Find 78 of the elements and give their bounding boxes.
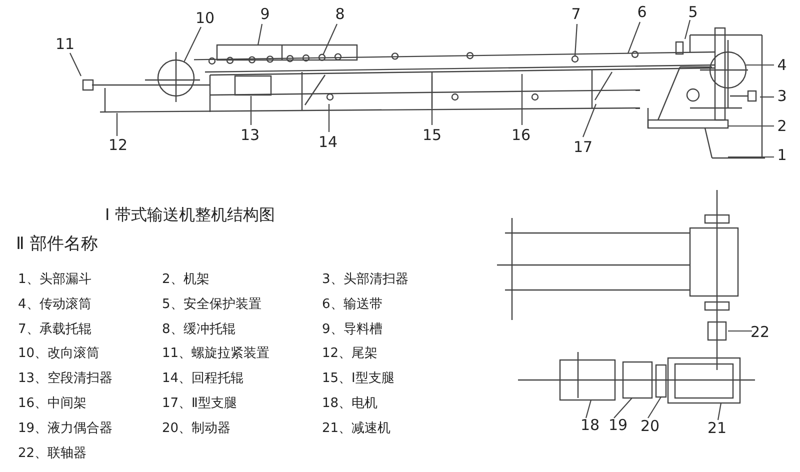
callout-number: 8: [335, 6, 345, 22]
coupling-drawing: [707, 321, 727, 341]
part-list-item: 5、安全保护装置: [162, 296, 262, 313]
leader-line: [760, 96, 774, 98]
callout-number: 11: [55, 36, 75, 52]
leader-line: [746, 64, 774, 66]
callout-number: 2: [777, 118, 787, 134]
chute-drawing: [216, 44, 358, 61]
part-list-item: 19、液力偶合器: [18, 420, 113, 437]
callout-number: 1: [777, 147, 787, 163]
part-list-item: 21、减速机: [322, 420, 391, 437]
part-list-item: 8、缓冲托辊: [162, 322, 236, 338]
part-list-item: 6、输送带: [322, 296, 382, 313]
part-list-item: 1、头部漏斗: [18, 272, 92, 288]
callout-number: 21: [707, 420, 727, 436]
leader-line: [585, 400, 592, 418]
callout-number: 15: [422, 127, 442, 143]
section-heading: Ⅱ 部件名称: [16, 236, 98, 252]
callout-number: 22: [750, 324, 770, 340]
leader-line: [582, 104, 597, 138]
callout-number: 13: [240, 127, 260, 143]
callout-number: 19: [608, 417, 628, 433]
part-list-item: 11、螺旋拉紧装置: [162, 346, 270, 362]
leader-line: [614, 398, 632, 418]
callout-number: 18: [580, 417, 600, 433]
leader-line: [431, 76, 433, 125]
part-list-item: 22、联轴器: [18, 446, 87, 462]
part-list-item: 14、回程托辊: [162, 371, 244, 388]
leader-line: [116, 113, 118, 136]
leader-line: [250, 96, 252, 125]
callout-number: 5: [688, 4, 698, 20]
leader-line: [728, 156, 774, 158]
part-list-item: 15、Ⅰ型支腿: [322, 371, 394, 388]
callout-number: 6: [637, 4, 647, 20]
leader-line: [574, 24, 578, 56]
leader-line: [521, 74, 523, 125]
part-list-item: 16、中间架: [18, 396, 87, 412]
callout-number: 10: [195, 10, 215, 26]
fluid-coupling-drawing: [622, 361, 653, 399]
callout-number: 12: [108, 137, 128, 153]
leader-line: [328, 104, 330, 132]
conveyor-belt: [194, 51, 715, 60]
part-list-item: 17、Ⅱ型支腿: [162, 396, 237, 412]
part-list-item: 12、尾架: [322, 346, 378, 362]
bend-pulley: [157, 59, 195, 97]
callout-number: 9: [260, 6, 270, 22]
callout-number: 7: [571, 6, 581, 22]
callout-number: 16: [511, 127, 531, 143]
part-list-item: 10、改向滚筒: [18, 346, 100, 362]
leader-line: [684, 20, 691, 40]
leader-line: [257, 24, 263, 46]
part-list-item: 20、制动器: [162, 420, 231, 437]
part-list-item: 3、头部清扫器: [322, 272, 408, 288]
callout-number: 14: [318, 134, 338, 150]
leader-line: [627, 22, 641, 54]
idler-roller: [571, 55, 579, 63]
leader-line: [648, 396, 662, 418]
motor-drawing: [559, 359, 616, 401]
callout-number: 20: [640, 418, 660, 434]
leader-line: [717, 402, 722, 420]
callout-number: 17: [573, 139, 593, 155]
part-list-item: 9、导料槽: [322, 322, 382, 338]
diagram-title: Ⅰ 带式输送机整机结构图: [105, 207, 275, 223]
idler-roller: [318, 54, 326, 61]
part-list-item: 13、空段清扫器: [18, 371, 113, 388]
part-list-item: 2、机架: [162, 272, 210, 288]
part-list-item: 7、承载托辊: [18, 322, 92, 338]
leader-line: [322, 24, 338, 55]
callout-number: 3: [777, 88, 787, 104]
leader-line: [70, 52, 82, 76]
brake-drawing: [655, 364, 667, 398]
reducer-drawing: [667, 357, 741, 404]
part-list-item: 18、电机: [322, 396, 378, 412]
part-list-item: 4、传动滚筒: [18, 296, 92, 313]
callout-number: 4: [777, 57, 787, 73]
leader-line: [184, 26, 202, 62]
leader-line: [728, 125, 774, 127]
leader-line: [728, 330, 752, 332]
